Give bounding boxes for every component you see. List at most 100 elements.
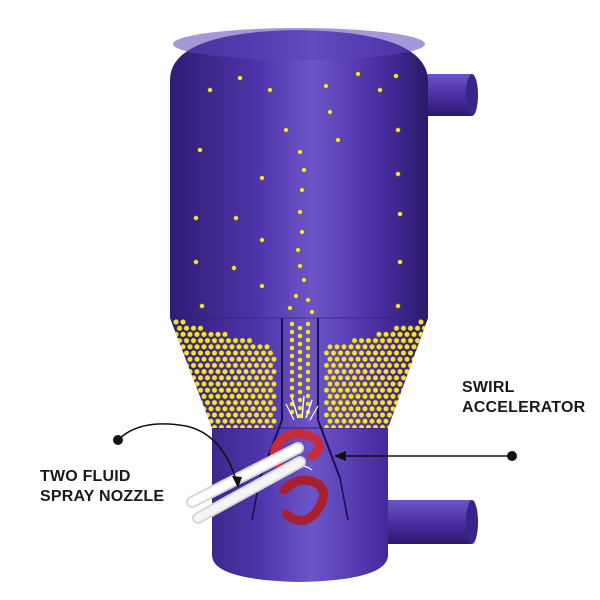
bed-particle <box>250 418 256 425</box>
bed-particle <box>344 374 351 381</box>
bed-particle <box>393 337 400 344</box>
bed-particle <box>176 374 183 381</box>
bed-particle <box>229 368 235 375</box>
bed-particle <box>225 362 232 369</box>
bed-particle <box>337 424 344 428</box>
bed-particle <box>369 381 375 387</box>
bed-particle <box>327 381 333 387</box>
bed-particle <box>183 399 190 406</box>
bed-particle <box>414 374 421 381</box>
bed-particle <box>337 399 344 406</box>
bed-particle <box>204 424 211 428</box>
bed-particle <box>173 418 179 425</box>
bed-particle <box>264 356 270 363</box>
bed-particle <box>393 412 400 418</box>
bed-particle <box>323 362 330 369</box>
bed-particle <box>341 356 347 363</box>
bed-particle <box>414 325 421 332</box>
bed-particle <box>421 374 428 381</box>
bed-particle <box>358 337 365 344</box>
swirl-accelerator-label: SWIRL ACCELERATOR <box>462 378 585 418</box>
bed-particle <box>404 418 410 425</box>
bed-particle <box>201 381 207 387</box>
spray-nozzle-label: TWO FLUID SPRAY NOZZLE <box>40 467 164 507</box>
bed-particle <box>421 325 428 332</box>
bed-particle <box>365 374 372 381</box>
tube-particle <box>297 349 303 355</box>
bed-particle <box>327 356 333 363</box>
tube-particle <box>289 361 295 367</box>
bed-particle <box>407 374 414 381</box>
tube-particle <box>297 397 303 403</box>
bed-particle <box>393 325 400 332</box>
bed-particle <box>418 418 424 425</box>
bed-particle <box>351 350 358 356</box>
bed-particle <box>369 343 375 350</box>
bed-particle <box>176 387 183 394</box>
bed-particle <box>243 356 249 363</box>
bed-particle <box>334 356 340 363</box>
bed-particle <box>218 362 225 369</box>
bed-particle <box>393 362 400 369</box>
bed-particle <box>337 362 344 369</box>
bed-particle <box>222 331 228 338</box>
bed-particle <box>180 356 186 363</box>
tube-particle <box>289 353 295 359</box>
bed-particle <box>187 418 193 425</box>
bed-particle <box>260 399 267 406</box>
bed-particle <box>264 405 270 412</box>
bed-particle <box>327 405 333 412</box>
bed-particle <box>236 368 242 375</box>
swirl-accelerator-label-line2: ACCELERATOR <box>462 399 586 416</box>
bed-particle <box>225 337 232 344</box>
suspended-particles <box>193 71 403 315</box>
bed-particle <box>418 381 424 387</box>
bed-particle <box>218 399 225 406</box>
bed-particle <box>397 418 403 425</box>
bed-particle <box>271 381 277 387</box>
bed-particle <box>337 387 344 394</box>
bed-particle <box>236 343 242 350</box>
bed-particle <box>362 418 368 425</box>
bed-particle <box>355 368 361 375</box>
rising-particle <box>267 87 273 93</box>
bed-particle <box>393 387 400 394</box>
bed-particle <box>246 387 253 394</box>
bed-particle <box>386 374 393 381</box>
rising-particle <box>355 71 361 77</box>
bed-particle <box>218 424 225 428</box>
bed-particle <box>355 418 361 425</box>
rising-particle <box>297 149 303 155</box>
tube-particle <box>297 357 303 363</box>
bed-particle <box>267 350 274 356</box>
bed-particle <box>176 412 183 418</box>
bed-particle <box>211 387 218 394</box>
bed-particle <box>236 393 242 400</box>
bed-particle <box>187 368 193 375</box>
bed-particle <box>243 393 249 400</box>
rising-particle <box>323 83 329 89</box>
rising-particle <box>283 127 289 133</box>
bed-particle <box>194 356 200 363</box>
bed-particle <box>201 368 207 375</box>
bed-particle <box>376 368 382 375</box>
bed-particle <box>271 418 277 425</box>
bed-particle <box>418 331 424 338</box>
bed-particle <box>407 362 414 369</box>
bed-particle <box>190 387 197 394</box>
tube-particle <box>297 381 303 387</box>
bed-particle <box>239 424 246 428</box>
bed-particle <box>386 387 393 394</box>
bed-particle <box>411 381 417 387</box>
bed-particle <box>418 368 424 375</box>
tube-particle <box>297 373 303 379</box>
bed-particle <box>173 368 179 375</box>
bed-particle <box>232 374 239 381</box>
bed-particle <box>190 374 197 381</box>
bottom-inlet-pipe <box>380 500 478 544</box>
bed-particle <box>407 387 414 394</box>
bed-particle <box>337 412 344 418</box>
bed-particle <box>327 343 333 350</box>
rising-particle <box>309 309 315 315</box>
